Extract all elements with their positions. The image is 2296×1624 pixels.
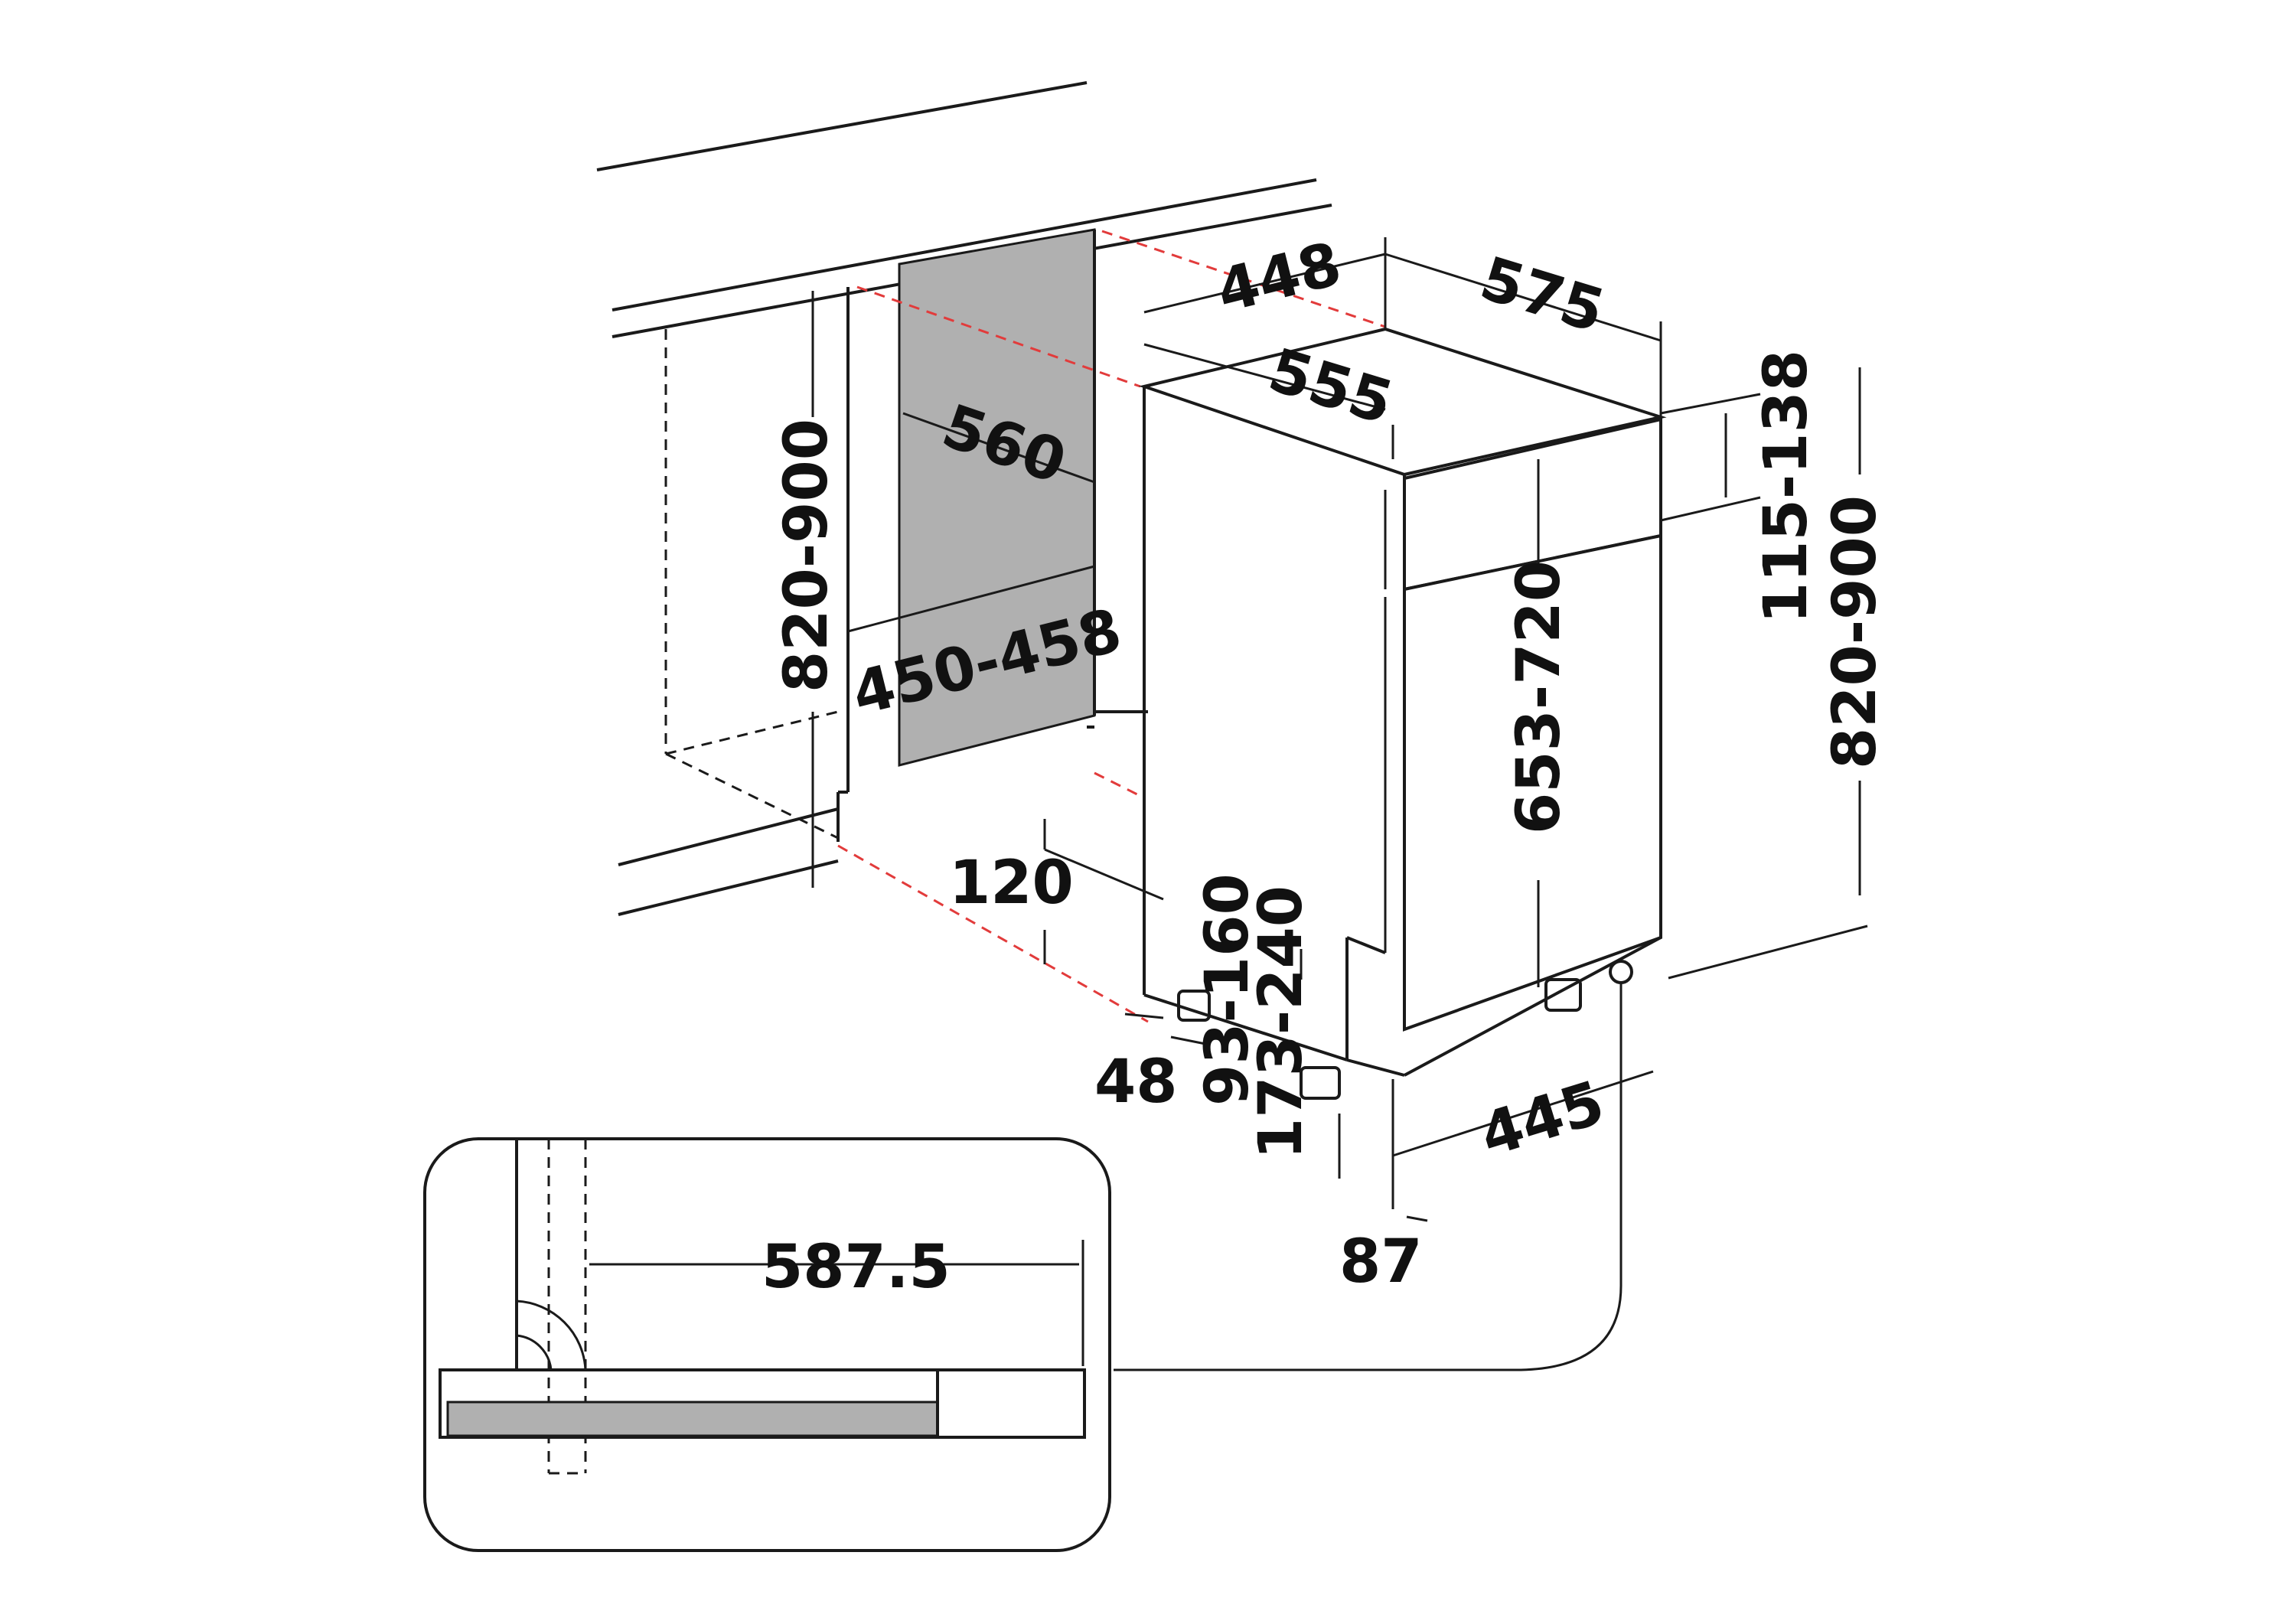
- inset-panel: [446, 1401, 939, 1437]
- guide-lines: [837, 230, 1386, 1023]
- label-panel-height: 115-138: [1752, 350, 1821, 624]
- label-total-height: 820-900: [1821, 495, 1890, 769]
- label-inset-587-5: 587.5: [762, 1233, 951, 1302]
- back-foot: [1544, 978, 1582, 1012]
- label-niche-height: 820-900: [772, 419, 841, 693]
- label-door-height: 653-720: [1505, 560, 1574, 834]
- label-foot-173-240: 173-240: [1247, 885, 1316, 1159]
- detail-inset: [423, 1137, 1111, 1552]
- front-foot-right: [1300, 1066, 1341, 1100]
- front-foot-left: [1177, 990, 1211, 1022]
- label-plinth-120: 120: [949, 849, 1074, 918]
- label-width-445: 445: [1473, 1068, 1612, 1171]
- label-offset-87: 87: [1339, 1228, 1423, 1296]
- label-plinth-48: 48: [1094, 1048, 1178, 1117]
- label-foot-93-160: 93-160: [1193, 873, 1262, 1106]
- dishwasher-body: [1138, 327, 1667, 1100]
- dimension-lines: [811, 237, 1868, 1371]
- niche-cabinet: [664, 228, 1148, 842]
- label-top-depth: 448: [1210, 230, 1348, 327]
- detail-marker: [1609, 960, 1633, 984]
- label-top-width: 575: [1473, 244, 1612, 347]
